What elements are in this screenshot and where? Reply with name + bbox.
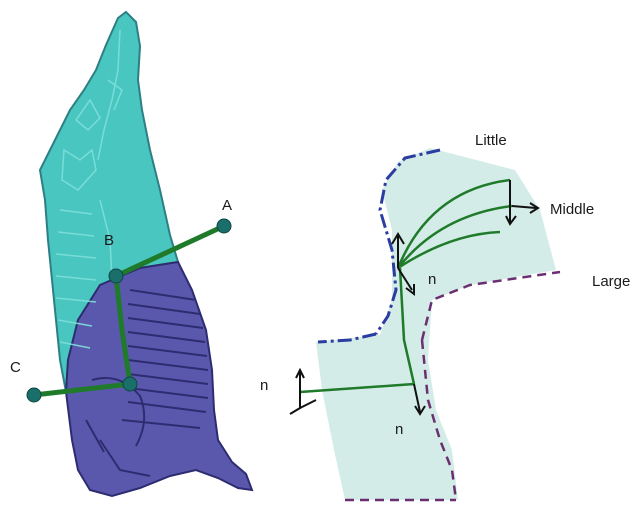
label-large: Large — [592, 273, 630, 290]
label-middle: Middle — [550, 201, 594, 218]
point-junction-marker — [123, 377, 137, 391]
label-little: Little — [475, 132, 507, 149]
surface-diagram: Little Middle Large n n n — [260, 132, 630, 500]
surface-panel — [316, 148, 556, 500]
label-point-c: C — [10, 359, 21, 376]
point-c-marker — [27, 388, 41, 402]
label-point-a: A — [222, 197, 232, 214]
carcass-diagram: A B C — [10, 12, 252, 496]
point-a-marker — [217, 219, 231, 233]
label-n-lower: n — [395, 421, 403, 438]
label-point-b: B — [104, 232, 114, 249]
label-n-upper: n — [428, 271, 436, 288]
point-b-marker — [109, 269, 123, 283]
label-n-left: n — [260, 377, 268, 394]
